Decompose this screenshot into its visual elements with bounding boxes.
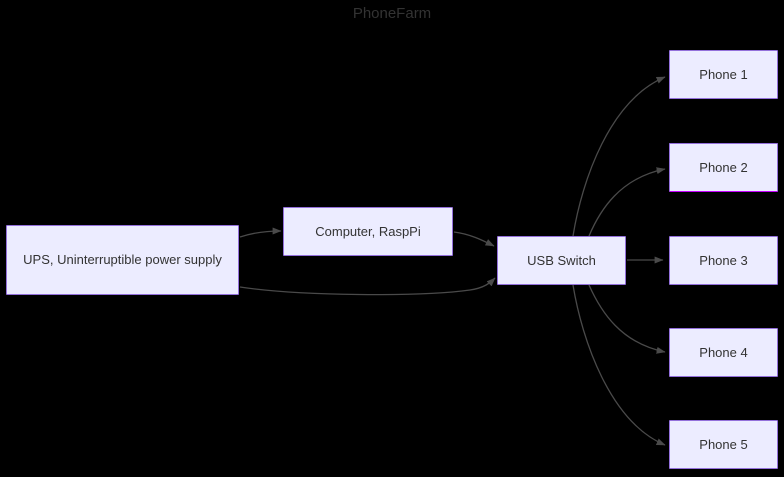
edge-ups-to-usbswitch bbox=[239, 277, 496, 296]
edge-usbswitch-to-phone4 bbox=[588, 284, 666, 354]
node-ups-label: UPS, Uninterruptible power supply bbox=[23, 252, 222, 267]
diagram-title: PhoneFarm bbox=[352, 5, 432, 22]
node-usb-switch-label: USB Switch bbox=[527, 252, 596, 268]
node-computer-label: Computer, RaspPi bbox=[315, 223, 421, 239]
edge-usbswitch-to-phone2 bbox=[588, 167, 666, 237]
node-computer[interactable]: Computer, RaspPi bbox=[283, 207, 453, 256]
node-phone-3[interactable]: Phone 3 bbox=[669, 236, 778, 285]
node-phone-4[interactable]: Phone 4 bbox=[669, 328, 778, 377]
node-phone-1[interactable]: Phone 1 bbox=[669, 50, 778, 99]
node-phone-4-label: Phone 4 bbox=[699, 344, 748, 360]
edge-ups-to-computer bbox=[239, 227, 282, 238]
edge-usbswitch-to-phone5 bbox=[572, 284, 666, 446]
edge-usbswitch-to-phone1 bbox=[572, 76, 666, 237]
node-phone-1-label: Phone 1 bbox=[699, 66, 748, 82]
node-phone-5-label: Phone 5 bbox=[699, 436, 748, 452]
node-phone-3-label: Phone 3 bbox=[699, 252, 748, 268]
node-ups[interactable]: UPS, Uninterruptible power supply bbox=[6, 225, 239, 295]
node-phone-2[interactable]: Phone 2 bbox=[669, 143, 778, 192]
node-phone-5[interactable]: Phone 5 bbox=[669, 420, 778, 469]
edge-computer-to-usbswitch bbox=[453, 231, 495, 247]
node-phone-2-label: Phone 2 bbox=[699, 159, 748, 175]
node-usb-switch[interactable]: USB Switch bbox=[497, 236, 626, 285]
